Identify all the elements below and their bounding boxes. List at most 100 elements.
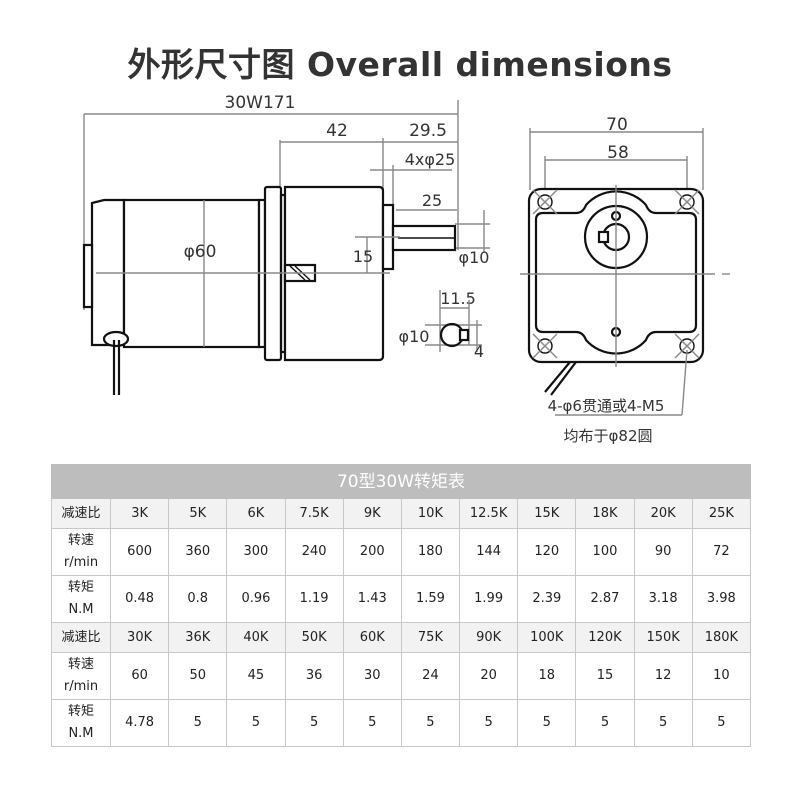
shaft-extension-label: 29.5 — [409, 121, 447, 141]
ratio-cell: 40K — [226, 622, 286, 653]
speed-cell: 90 — [633, 528, 693, 576]
torque-cell: 4.78 — [109, 699, 170, 747]
mounting-note-line1: 4-φ6贯通或4-M5 — [548, 397, 665, 415]
ratio-cell: 5K — [168, 498, 228, 529]
ratio-cell: 180K — [691, 622, 752, 653]
shaft-diameter-label: φ10 — [459, 248, 490, 267]
ratio-cell: 90K — [459, 622, 519, 653]
speed-cell: 60 — [109, 652, 170, 700]
torque-label-unit: N.M — [68, 726, 94, 741]
mounting-note-line2: 均布于φ82圆 — [564, 427, 653, 445]
torque-cell: 5 — [575, 699, 635, 747]
ratio-cell: 10K — [400, 498, 461, 529]
torque-label-cn: 转矩 — [67, 704, 94, 719]
speed-cell: 36 — [284, 652, 344, 700]
torque-cell: 5 — [168, 699, 228, 747]
speed-cell: 15 — [575, 652, 635, 700]
speed-label-cn: 转速 — [67, 533, 94, 548]
torque-cell: 2.39 — [517, 575, 577, 623]
torque-cell: 1.43 — [342, 575, 402, 623]
torque-cell: 0.96 — [226, 575, 286, 623]
width-label: 70 — [606, 115, 628, 135]
dimension-drawing: 30W171 42 29.5 4xφ25 25 φ10 — [82, 93, 730, 445]
torque-cell: 1.19 — [284, 575, 344, 623]
torque-row: 转矩 N.M 4.78 5 5 5 5 5 5 5 5 5 5 — [51, 699, 752, 747]
torque-cell: 5 — [517, 699, 577, 747]
ratio-row: 减速比 3K 5K 6K 7.5K 9K 10K 12.5K 15K 18K 2… — [51, 498, 752, 529]
speed-label: 转速 r/min — [51, 652, 111, 700]
speed-label-cn: 转速 — [67, 657, 94, 672]
ratio-cell: 36K — [168, 622, 228, 653]
page-title: 外形尺寸图 Overall dimensions — [127, 45, 673, 84]
ratio-cell: 50K — [284, 622, 344, 653]
speed-cell: 120 — [517, 528, 577, 576]
torque-cell: 3.18 — [633, 575, 693, 623]
torque-cell: 5 — [633, 699, 693, 747]
ratio-cell: 150K — [633, 622, 693, 653]
torque-cell: 0.8 — [168, 575, 228, 623]
torque-label: 转矩 N.M — [51, 575, 111, 623]
speed-cell: 200 — [342, 528, 402, 576]
key-height-label: 11.5 — [440, 289, 476, 308]
speed-cell: 12 — [633, 652, 693, 700]
torque-cell: 3.98 — [691, 575, 752, 623]
section-diameter-label: φ10 — [399, 327, 430, 346]
ratio-cell: 100K — [517, 622, 577, 653]
speed-cell: 30 — [342, 652, 402, 700]
ratio-cell: 6K — [226, 498, 286, 529]
ratio-cell: 9K — [342, 498, 402, 529]
torque-label-unit: N.M — [68, 602, 94, 617]
ratio-cell: 20K — [633, 498, 693, 529]
torque-table: 70型30W转矩表 减速比 3K 5K 6K 7.5K 9K 10K 12.5K… — [51, 464, 752, 747]
torque-cell: 5 — [284, 699, 344, 747]
shaft-section: 11.5 φ10 4 — [399, 289, 485, 361]
speed-label: 转速 r/min — [51, 528, 111, 576]
ratio-cell: 30K — [109, 622, 170, 653]
speed-cell: 20 — [459, 652, 519, 700]
speed-cell: 24 — [400, 652, 461, 700]
torque-cell: 5 — [459, 699, 519, 747]
ratio-cell: 3K — [109, 498, 170, 529]
front-view: 70 58 4-φ — [520, 115, 730, 445]
shaft-offset-label: 15 — [353, 247, 373, 266]
torque-cell: 5 — [342, 699, 402, 747]
torque-cell: 5 — [400, 699, 461, 747]
speed-cell: 45 — [226, 652, 286, 700]
gearbox-length-label: 42 — [326, 121, 348, 141]
shaft-length-label: 25 — [422, 191, 442, 210]
table-caption: 70型30W转矩表 — [51, 464, 751, 499]
speed-cell: 50 — [168, 652, 228, 700]
speed-cell: 72 — [691, 528, 752, 576]
ratio-cell: 75K — [400, 622, 461, 653]
torque-label-cn: 转矩 — [67, 580, 94, 595]
ratio-cell: 60K — [342, 622, 402, 653]
ratio-cell: 7.5K — [284, 498, 344, 529]
ratio-cell: 25K — [691, 498, 752, 529]
ratio-label: 减速比 — [51, 622, 111, 653]
speed-cell: 300 — [226, 528, 286, 576]
speed-cell: 240 — [284, 528, 344, 576]
speed-cell: 100 — [575, 528, 635, 576]
torque-cell: 2.87 — [575, 575, 635, 623]
speed-cell: 180 — [400, 528, 461, 576]
speed-label-unit: r/min — [63, 679, 99, 694]
torque-cell: 1.59 — [400, 575, 461, 623]
speed-cell: 360 — [168, 528, 228, 576]
speed-cell: 144 — [459, 528, 519, 576]
torque-cell: 1.99 — [459, 575, 519, 623]
torque-cell: 0.48 — [109, 575, 170, 623]
ratio-cell: 12.5K — [459, 498, 519, 529]
torque-row: 转矩 N.M 0.48 0.8 0.96 1.19 1.43 1.59 1.99… — [51, 575, 752, 623]
torque-cell: 5 — [691, 699, 752, 747]
speed-row: 转速 r/min 60 50 45 36 30 24 20 18 15 12 1… — [51, 652, 752, 700]
speed-cell: 18 — [517, 652, 577, 700]
total-length-label: 30W171 — [225, 93, 296, 113]
key-width-label: 4 — [474, 342, 484, 361]
ratio-label: 减速比 — [51, 498, 111, 529]
hole-pitch-label: 58 — [607, 143, 629, 163]
torque-label: 转矩 N.M — [51, 699, 111, 747]
speed-cell: 10 — [691, 652, 752, 700]
ratio-cell: 15K — [517, 498, 577, 529]
ratio-row: 减速比 30K 36K 40K 50K 60K 75K 90K 100K 120… — [51, 622, 752, 653]
ratio-cell: 120K — [575, 622, 635, 653]
